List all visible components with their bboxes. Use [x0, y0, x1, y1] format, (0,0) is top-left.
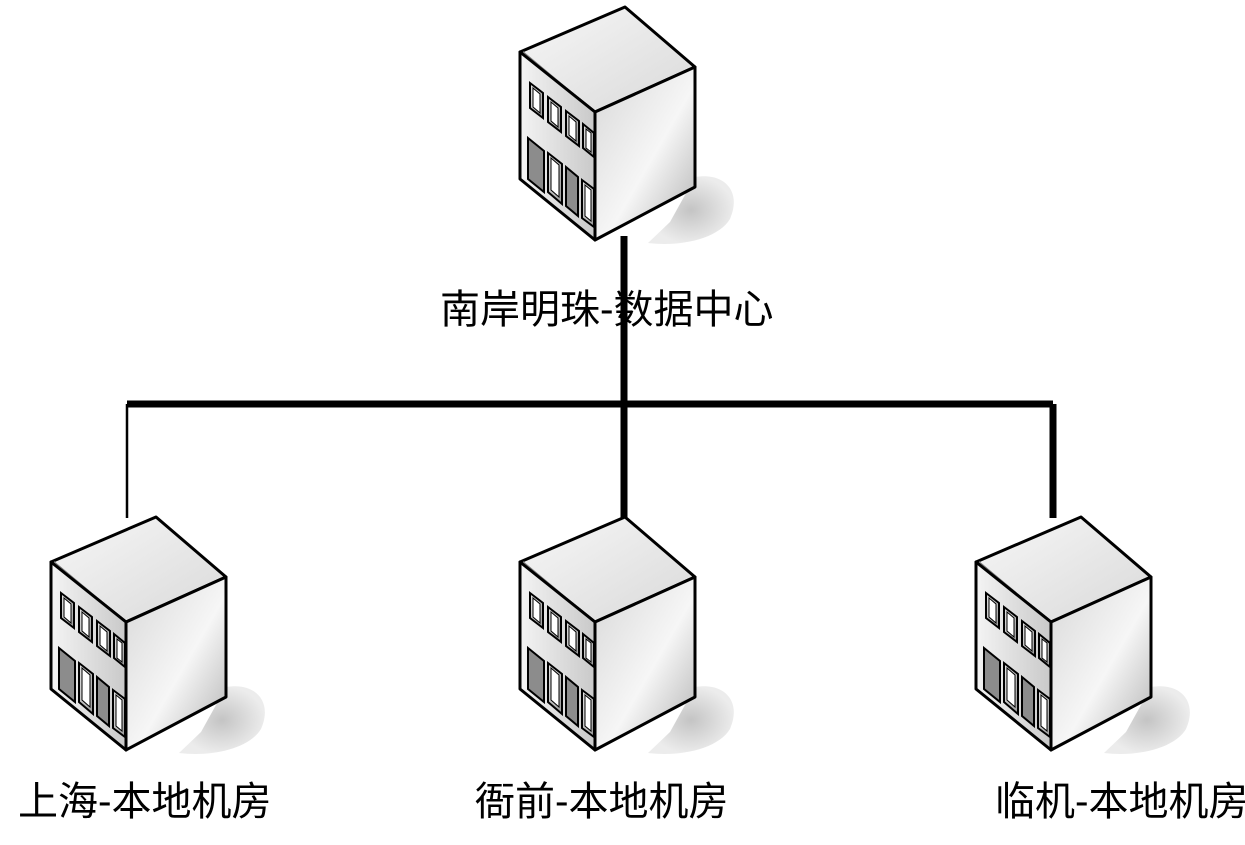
middle-building-icon [518, 515, 736, 756]
right-building-icon [974, 515, 1192, 756]
left-building-icon [49, 515, 267, 756]
center-building-icon [518, 5, 736, 246]
connection-lines [125, 236, 1057, 535]
center-node-label: 南岸明珠-数据中心 [440, 287, 774, 333]
left-node-label: 上海-本地机房 [18, 779, 272, 825]
middle-node-label: 衙前-本地机房 [475, 779, 729, 825]
right-node-label: 临机-本地机房 [995, 779, 1245, 825]
